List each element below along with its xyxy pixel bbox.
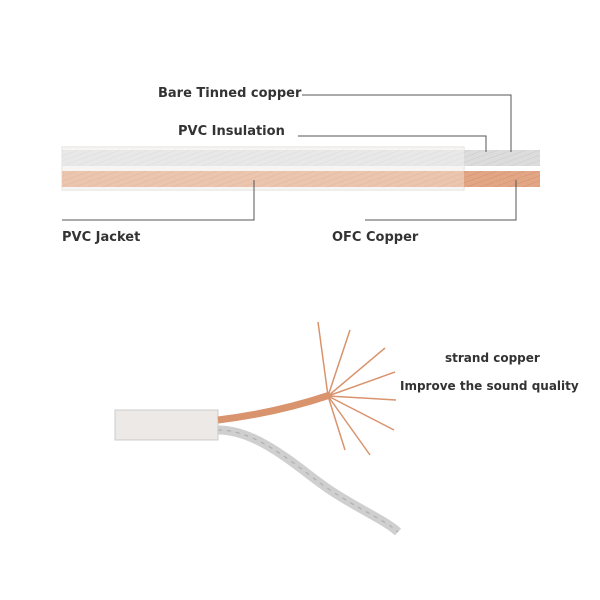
leader-bare-tinned [302,94,512,152]
leader-ofc-copper [365,180,517,221]
silver-wire [217,425,402,536]
copper-bundle [217,391,332,424]
leader-pvc-insulation [298,135,487,152]
top-cable [61,146,540,191]
bottom-cable [114,321,402,536]
label-ofc-copper: OFC Copper [332,230,419,245]
label-bare-tinned-copper: Bare Tinned copper [158,86,302,101]
label-pvc-insulation: PVC Insulation [178,124,285,139]
leader-lines [62,94,517,221]
copper-strands [317,321,397,456]
label-pvc-jacket: PVC Jacket [62,230,141,245]
label-sound-quality: Improve the sound quality [400,379,579,393]
label-strand-copper: strand copper [445,351,540,365]
leader-pvc-jacket [62,180,255,221]
jacket-end [114,409,219,441]
